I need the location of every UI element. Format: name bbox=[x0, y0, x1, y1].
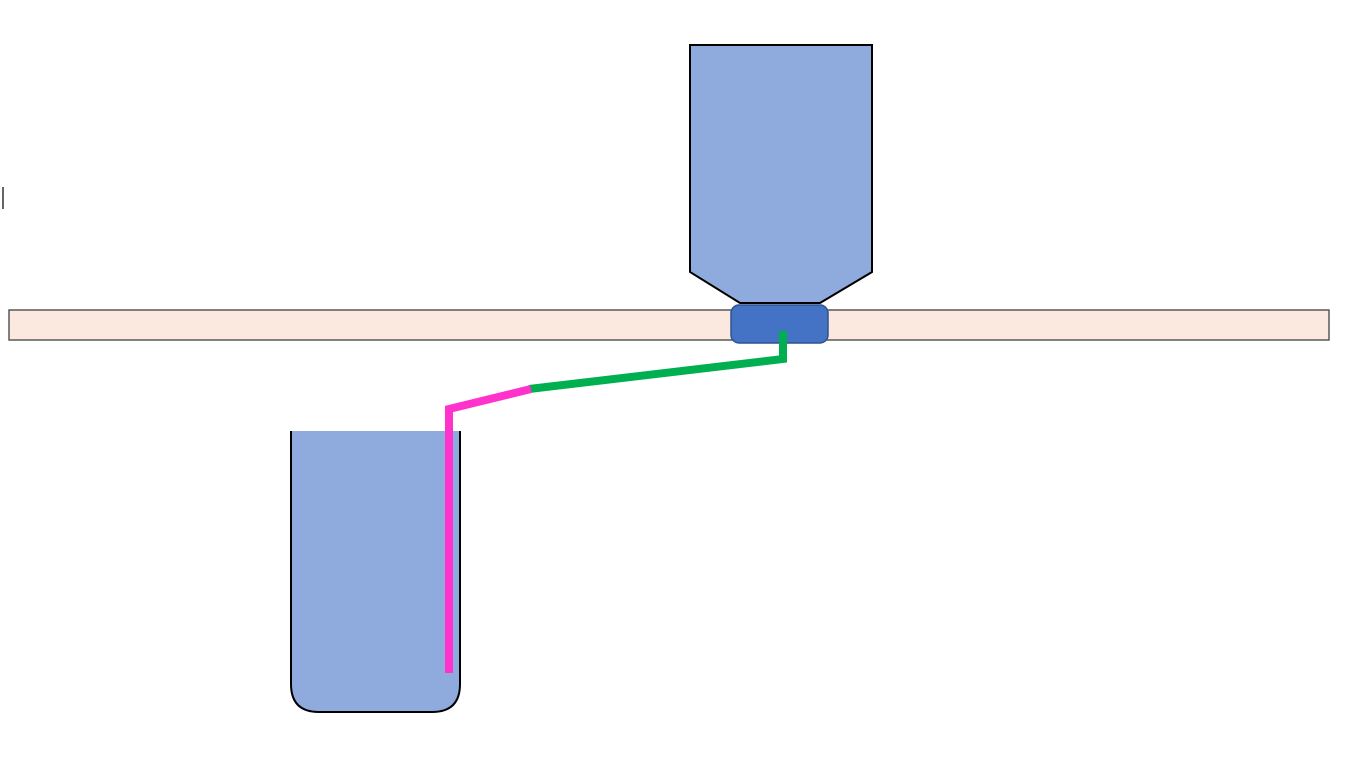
inverted-bottle bbox=[689, 44, 873, 304]
green-tube bbox=[528, 331, 787, 393]
open-container bbox=[290, 431, 461, 713]
shelf bbox=[8, 309, 1330, 341]
pink-tube bbox=[445, 385, 532, 673]
